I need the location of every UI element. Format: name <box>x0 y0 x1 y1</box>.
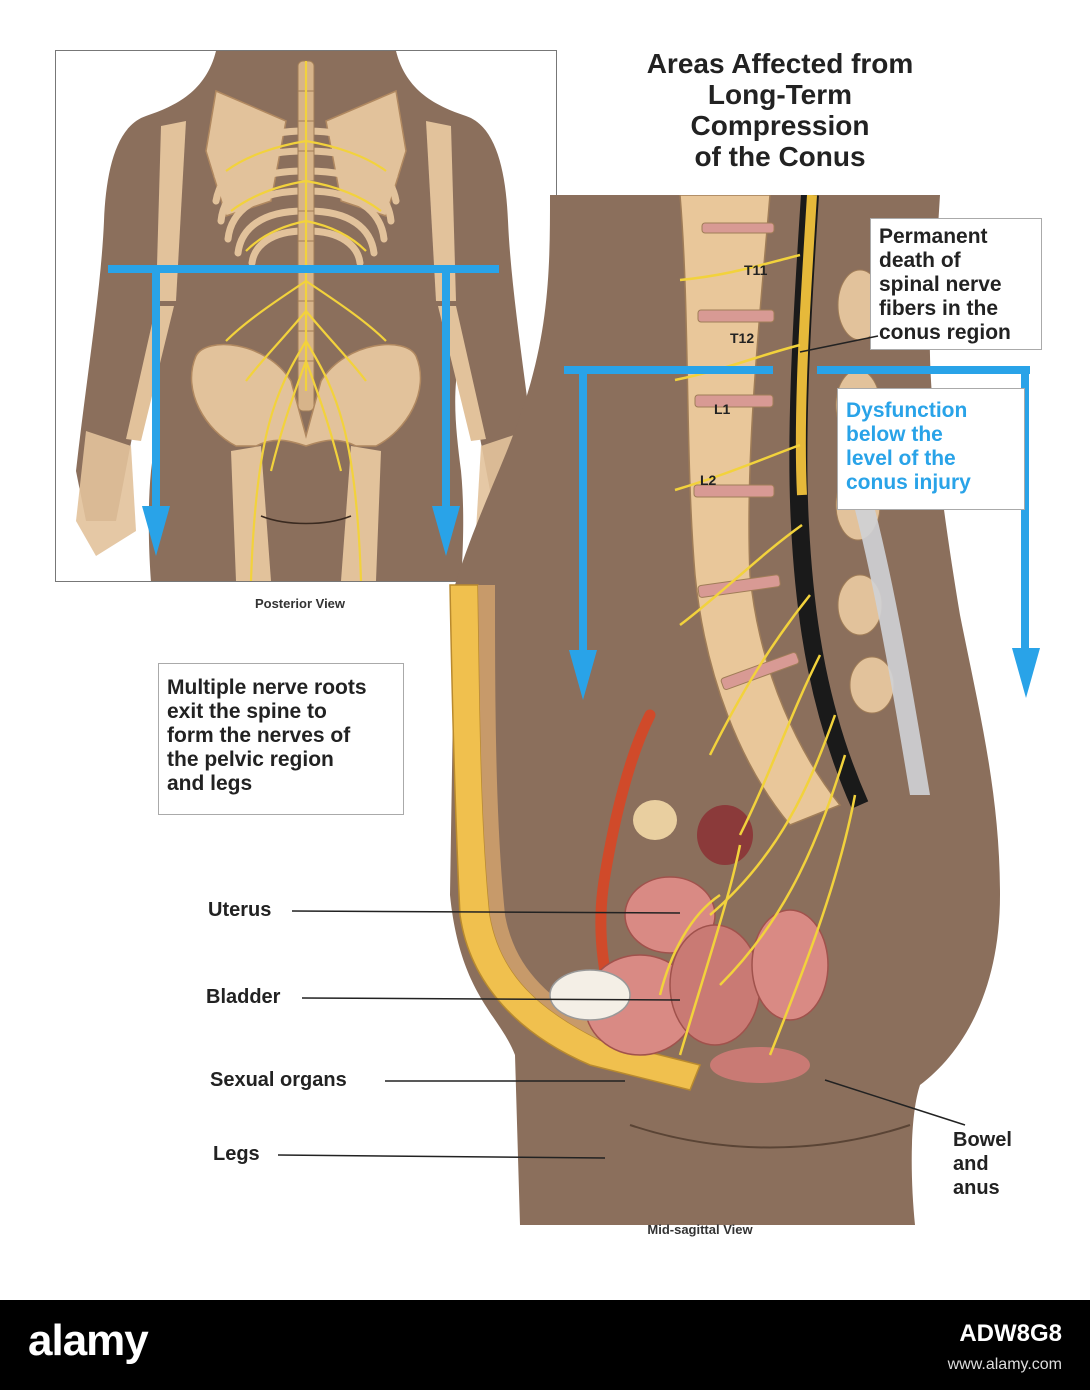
right-arrow-head <box>1012 648 1040 698</box>
nerve-roots-line-3: form the nerves of <box>167 724 351 747</box>
mid-sagittal-caption: Mid-sagittal View <box>647 1222 753 1237</box>
dysfunction-line-2: below the <box>846 423 943 446</box>
permanent-line-3: spinal nerve <box>879 273 1002 296</box>
uterus-label: Uterus <box>208 899 272 921</box>
image-id: ADW8G8 <box>959 1320 1062 1347</box>
bowel-leader <box>824 1079 966 1126</box>
vertebra-label-l1: L1 <box>714 401 731 417</box>
dysfunction-line-3: level of the <box>846 447 956 470</box>
permanent-line-5: conus region <box>879 321 1011 344</box>
posterior-view-inset <box>55 50 557 582</box>
vertebra-label-t11: T11 <box>744 262 768 278</box>
vertebra-label-l2: L2 <box>700 472 717 488</box>
uterus-leader <box>291 910 681 914</box>
vertebral-column <box>679 195 842 826</box>
dysfunction-callout: Dysfunction below the level of the conus… <box>837 388 1025 510</box>
bladder-label: Bladder <box>206 986 281 1008</box>
posterior-body-illustration <box>76 51 536 581</box>
permanent-line-2: death of <box>879 249 961 272</box>
bowel-anus-label: Bowel and anus <box>953 1128 1012 1200</box>
legs-leader <box>277 1154 606 1159</box>
permanent-leader-line <box>799 335 879 353</box>
nerve-roots-line-1: Multiple nerve roots <box>167 676 367 699</box>
nerve-plexus <box>658 253 857 1056</box>
permanent-line-4: fibers in the <box>879 297 999 320</box>
label-leader-lines <box>277 910 966 1159</box>
legs-label: Legs <box>213 1143 260 1165</box>
posterior-view-caption: Posterior View <box>254 596 346 611</box>
nerve-roots-line-2: exit the spine to <box>167 700 327 723</box>
nerve-roots-callout: Multiple nerve roots exit the spine to f… <box>158 663 404 815</box>
bowel-line-1: Bowel <box>953 1129 1012 1151</box>
vertebra-label-t12: T12 <box>730 330 755 346</box>
sexual-organs-label: Sexual organs <box>210 1069 347 1091</box>
bowel-line-2: and <box>953 1153 989 1175</box>
title-line-3: Compression <box>690 110 870 141</box>
title-line-4: of the Conus <box>694 141 866 172</box>
nerve-roots-line-5: and legs <box>167 772 253 795</box>
pelvic-organs <box>549 800 829 1083</box>
dysfunction-line-4: conus injury <box>846 471 971 494</box>
permanent-line-1: Permanent <box>879 225 988 248</box>
bowel-line-3: anus <box>953 1177 1000 1199</box>
watermark-footer: alamy ADW8G8 www.alamy.com <box>0 1300 1090 1390</box>
permanent-damage-callout: Permanent death of spinal nerve fibers i… <box>870 218 1042 350</box>
brand-logo: alamy <box>28 1316 149 1365</box>
title-line-1: Areas Affected from <box>646 48 914 79</box>
right-arrow-shaft <box>1021 366 1029 656</box>
page-title: Areas Affected from Long-Term Compressio… <box>560 48 1000 172</box>
bladder-leader <box>301 997 681 1001</box>
site-url: www.alamy.com <box>947 1356 1062 1373</box>
title-line-2: Long-Term <box>707 79 853 110</box>
nerve-roots-line-4: the pelvic region <box>167 748 334 771</box>
dysfunction-line-1: Dysfunction <box>846 399 968 422</box>
